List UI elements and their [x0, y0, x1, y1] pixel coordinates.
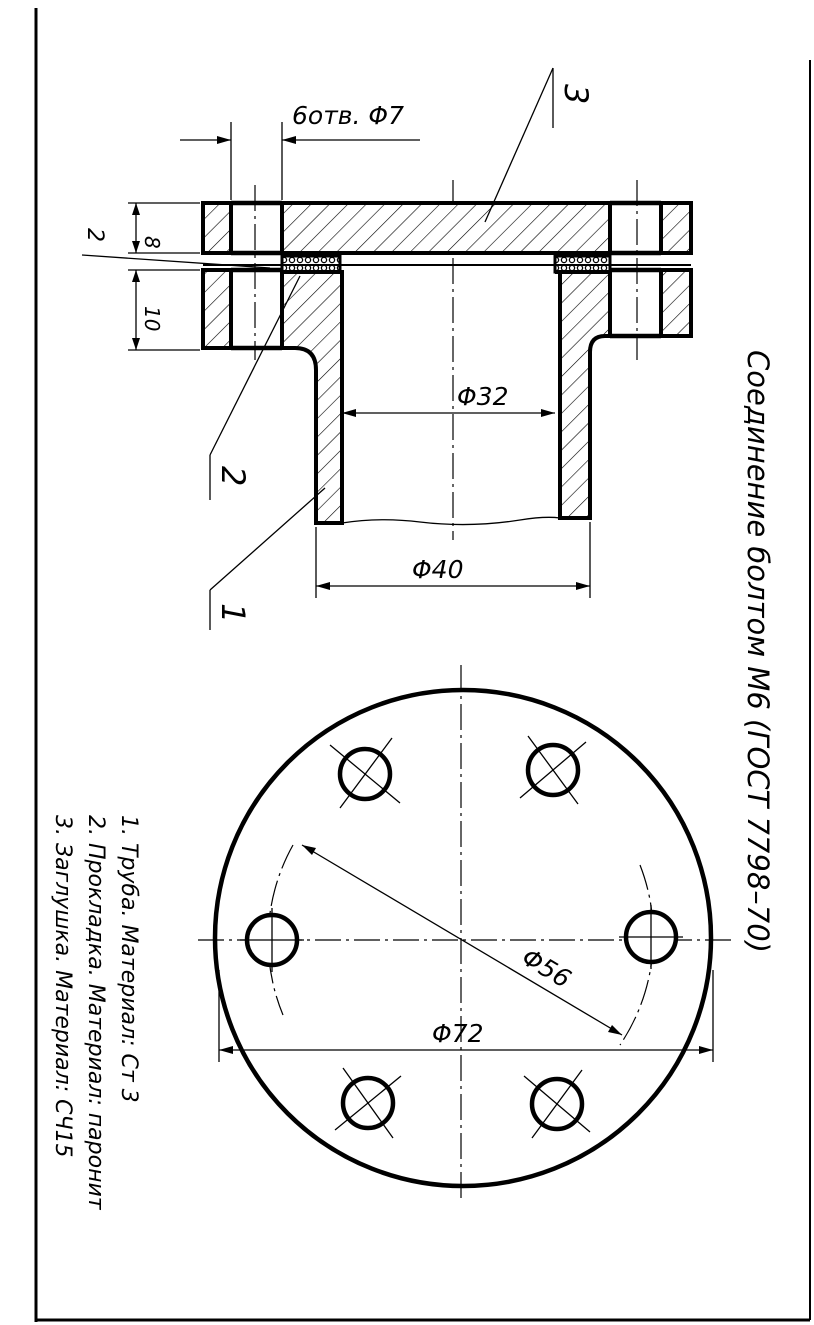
callout-gasket-left: 2 — [82, 228, 107, 242]
bolt-hole — [523, 1069, 591, 1139]
flange-thickness-label: 10 — [140, 306, 164, 331]
callout-leaders: 3 2 1 — [209, 67, 595, 630]
hole-dimension-label: 6отв. Φ7 — [292, 101, 404, 130]
bolt-hole — [519, 735, 587, 805]
callout-pipe: 1 — [214, 603, 252, 623]
bolt-circle-dimension-label: Φ56 — [517, 942, 576, 993]
bolt-hole — [334, 1067, 402, 1139]
hole-dimension: 6отв. Φ7 — [180, 101, 420, 200]
bolt-hole — [329, 737, 401, 809]
flange-outline — [212, 687, 714, 1189]
sheet-frame — [34, 8, 811, 1322]
parts-list-item: 1. Труба. Материал: Ст 3 — [116, 815, 141, 1103]
gasket-section — [203, 254, 691, 274]
flange-outer-dimension: Φ72 — [218, 970, 714, 1062]
plug-thickness-label: 8 — [140, 236, 164, 249]
thickness-dimensions: 8 10 2 — [81, 202, 271, 351]
flange-outer-dimension-label: Φ72 — [432, 1019, 484, 1048]
bore-dimension: Φ32 — [342, 382, 555, 417]
tube-outer-dimension: Φ40 — [315, 522, 591, 598]
section-view: 6отв. Φ7 8 10 2 Φ32 — [81, 67, 693, 630]
bolt-hole — [619, 905, 683, 969]
parts-list-item: 3. Заглушка. Материал: СЧ15 — [50, 815, 75, 1158]
bore-dimension-label: Φ32 — [457, 382, 509, 411]
bolt-hole — [240, 908, 304, 972]
drawing-title: Соединение болтом М6 (ГОСТ 7798–70) — [741, 350, 775, 953]
parts-list: 1. Труба. Материал: Ст 3 2. Прокладка. М… — [50, 815, 141, 1211]
plug-section — [201, 200, 693, 256]
callout-plug: 3 — [557, 84, 595, 104]
tube-flange-section — [201, 267, 693, 526]
plan-view: Φ56 Φ72 — [198, 665, 735, 1200]
callout-gasket: 2 — [214, 466, 252, 486]
tube-outer-dimension-label: Φ40 — [412, 555, 464, 584]
parts-list-item: 2. Прокладка. Материал: паронит — [83, 815, 108, 1211]
